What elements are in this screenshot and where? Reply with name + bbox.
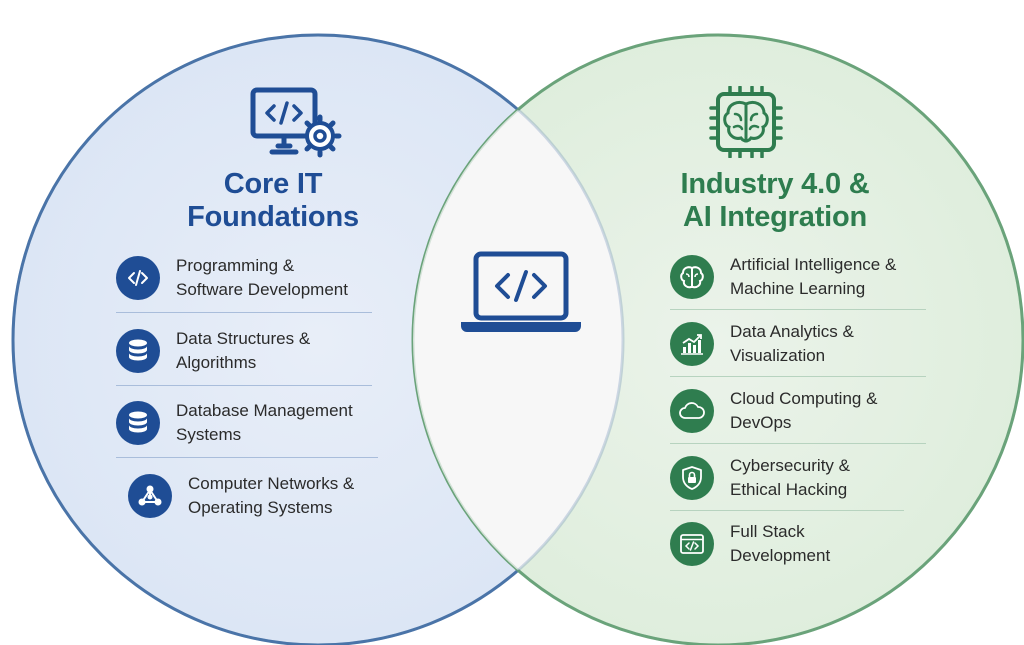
list-item-networks: Computer Networks & Operating Systems <box>128 472 354 520</box>
list-item-label: Artificial Intelligence & Machine Learni… <box>730 253 896 301</box>
list-item-line1: Cybersecurity & <box>730 456 850 475</box>
list-item-line2: Algorithms <box>176 353 257 372</box>
right-title-line2: AI Integration <box>682 201 868 233</box>
list-item-label: Full Stack Development <box>730 520 830 568</box>
network-icon <box>128 474 172 518</box>
chart-icon <box>670 322 714 366</box>
list-item-label: Computer Networks & Operating Systems <box>188 472 354 520</box>
right-title: Industry 4.0 & AI Integration <box>640 168 910 234</box>
list-item-line1: Data Structures & <box>176 329 311 348</box>
list-item-database-management: Database Management Systems <box>116 399 353 447</box>
left-title-line1: Core IT <box>223 168 323 200</box>
list-item-cloud: Cloud Computing & DevOps <box>670 387 877 435</box>
list-item-programming: Programming & Software Development <box>116 254 348 302</box>
list-item-cybersecurity: Cybersecurity & Ethical Hacking <box>670 454 850 502</box>
list-item-data-analytics: Data Analytics & Visualization <box>670 320 854 368</box>
browser-code-icon <box>670 522 714 566</box>
right-title-line1: Industry 4.0 & <box>680 168 870 200</box>
left-title: Core IT Foundations <box>158 168 388 234</box>
divider <box>670 309 926 310</box>
list-item-line1: Database Management <box>176 401 353 420</box>
brain-chip-icon <box>709 86 783 158</box>
divider <box>116 312 372 313</box>
list-item-line2: Operating Systems <box>188 498 333 517</box>
divider <box>670 443 926 444</box>
monitor-code-gear-icon <box>250 87 342 158</box>
list-item-line2: DevOps <box>730 413 792 432</box>
list-item-full-stack: Full Stack Development <box>670 520 830 568</box>
list-item-data-structures: Data Structures & Algorithms <box>116 327 310 375</box>
cloud-icon <box>670 389 714 433</box>
left-title-line2: Foundations <box>187 201 359 233</box>
list-item-line2: Software Development <box>176 280 348 299</box>
list-item-line2: Visualization <box>730 346 826 365</box>
list-item-label: Cloud Computing & DevOps <box>730 387 877 435</box>
laptop-code-icon <box>461 251 581 332</box>
list-item-line2: Development <box>730 546 831 565</box>
database-icon <box>116 329 160 373</box>
database-icon <box>116 401 160 445</box>
divider <box>670 510 904 511</box>
list-item-line1: Full Stack <box>730 522 805 541</box>
list-item-line2: Machine Learning <box>730 279 866 298</box>
list-item-line1: Computer Networks & <box>188 474 355 493</box>
list-item-label: Cybersecurity & Ethical Hacking <box>730 454 850 502</box>
divider <box>116 385 372 386</box>
list-item-label: Data Analytics & Visualization <box>730 320 854 368</box>
shield-lock-icon <box>670 456 714 500</box>
list-item-line1: Data Analytics & <box>730 322 854 341</box>
list-item-label: Data Structures & Algorithms <box>176 327 310 375</box>
list-item-line2: Ethical Hacking <box>730 480 848 499</box>
list-item-line1: Artificial Intelligence & <box>730 255 897 274</box>
divider <box>116 457 378 458</box>
divider <box>670 376 926 377</box>
list-item-line2: Systems <box>176 425 242 444</box>
list-item-line1: Programming & <box>176 256 295 275</box>
brain-icon <box>670 255 714 299</box>
list-item-line1: Cloud Computing & <box>730 389 878 408</box>
list-item-label: Programming & Software Development <box>176 254 348 302</box>
list-item-label: Database Management Systems <box>176 399 353 447</box>
code-icon <box>116 256 160 300</box>
list-item-ai-ml: Artificial Intelligence & Machine Learni… <box>670 253 896 301</box>
intersection-area <box>413 35 623 645</box>
